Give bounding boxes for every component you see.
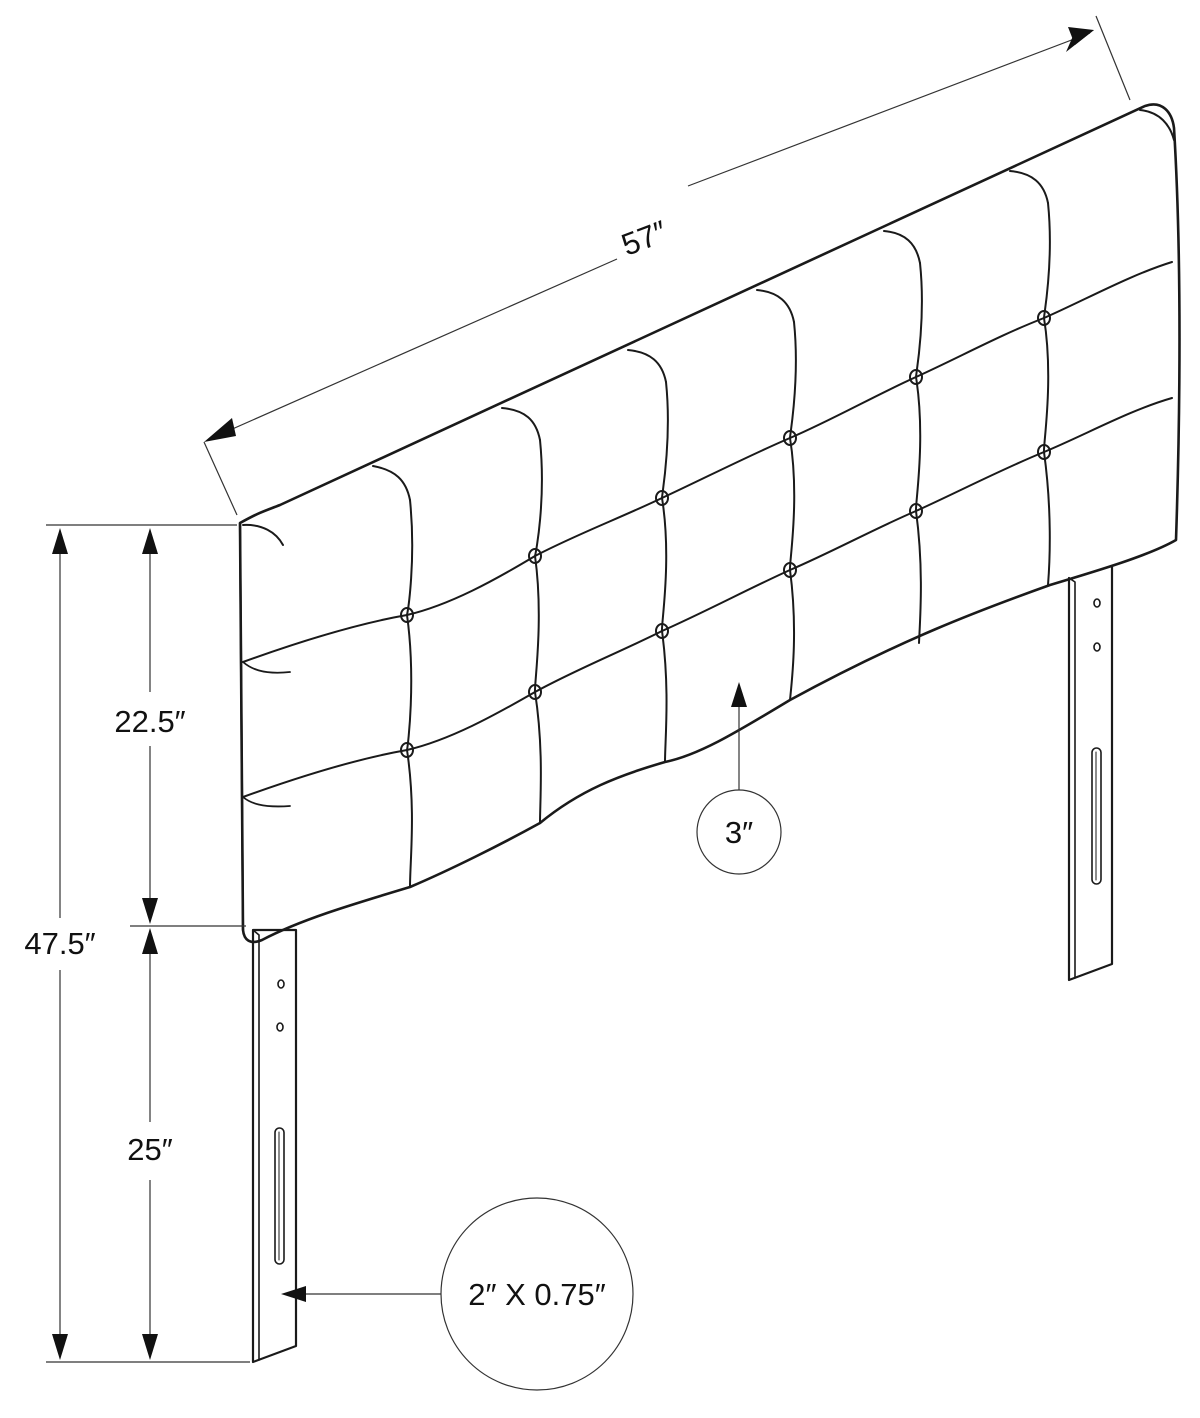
total-height-label: 47.5″ — [24, 926, 95, 961]
leg-height-label: 25″ — [127, 1132, 172, 1167]
leg-size-label: 2″ X 0.75″ — [468, 1277, 605, 1312]
panel-height-label: 22.5″ — [114, 704, 185, 739]
headboard-panel — [238, 103, 1181, 944]
thickness-label: 3″ — [725, 815, 753, 850]
width-label: 57″ — [617, 214, 672, 263]
tuft-buttons — [400, 310, 1051, 758]
left-leg — [251, 928, 298, 1364]
right-leg — [1067, 564, 1114, 982]
thickness-callout: 3″ — [696, 682, 782, 875]
height-dimensions: 47.5″ 22.5″ 25″ — [24, 524, 250, 1363]
leg-size-callout: 2″ X 0.75″ — [281, 1197, 634, 1391]
